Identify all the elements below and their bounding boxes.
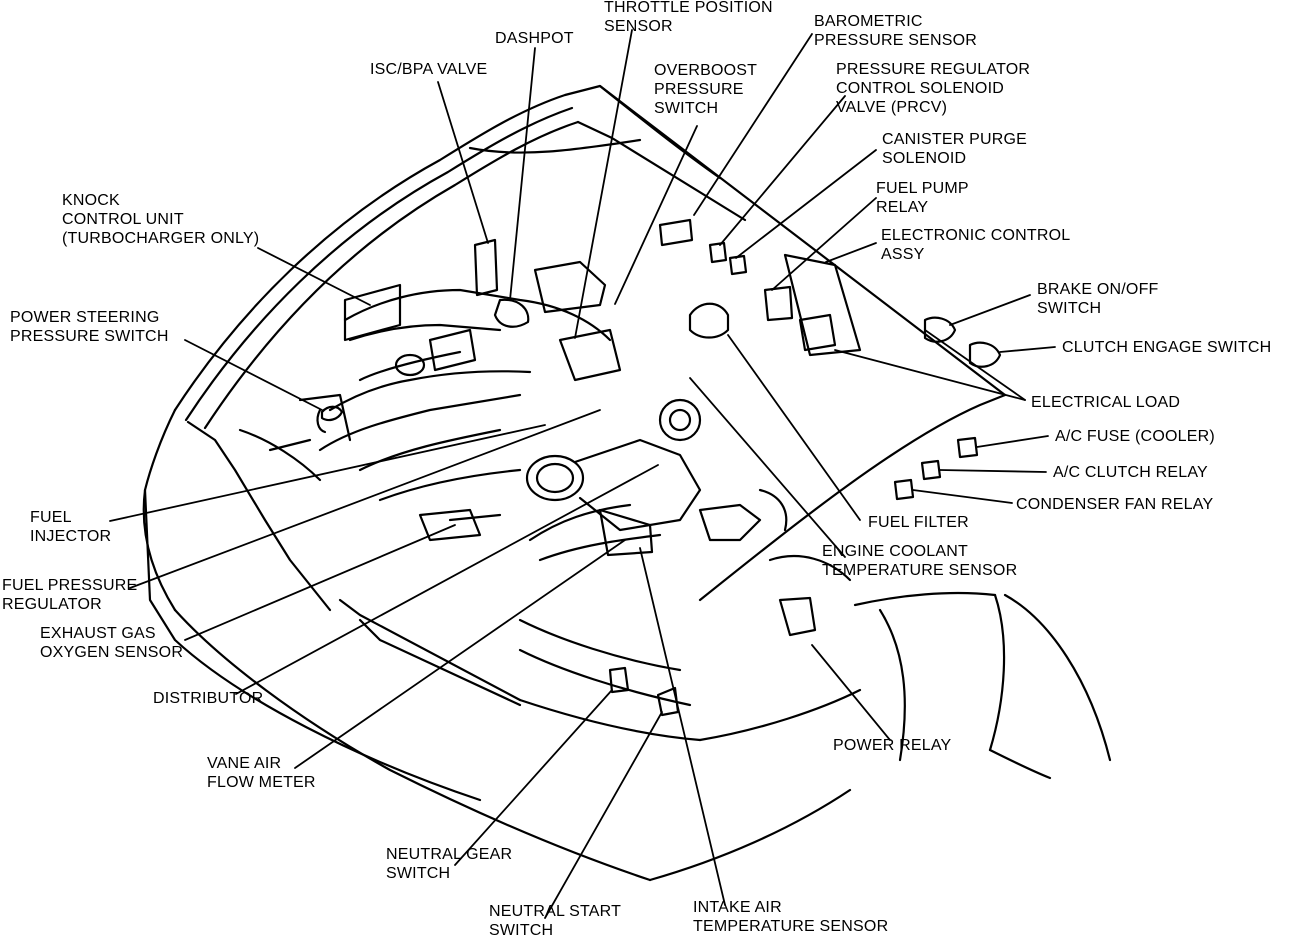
label-clutch-engage-switch: CLUTCH ENGAGE SWITCH bbox=[1062, 339, 1272, 356]
label-distributor: DISTRIBUTOR bbox=[153, 690, 264, 707]
label-isc-bpa-valve: ISC/BPA VALVE bbox=[370, 61, 488, 78]
engine-assembly bbox=[238, 238, 852, 717]
label-dashpot: DASHPOT bbox=[495, 30, 574, 47]
control-modules bbox=[320, 218, 1002, 501]
label-electrical-load: ELECTRICAL LOAD bbox=[1031, 394, 1181, 411]
label-power-relay: POWER RELAY bbox=[833, 737, 952, 754]
label-ac-fuse: A/C FUSE (COOLER) bbox=[1055, 428, 1215, 445]
label-condenser-fan-relay: CONDENSER FAN RELAY bbox=[1016, 496, 1214, 513]
label-ac-clutch-relay: A/C CLUTCH RELAY bbox=[1053, 464, 1208, 481]
vehicle-body-outline bbox=[142, 408, 1112, 882]
label-fuel-filter: FUEL FILTER bbox=[868, 514, 969, 531]
leader-lines bbox=[109, 29, 1056, 919]
